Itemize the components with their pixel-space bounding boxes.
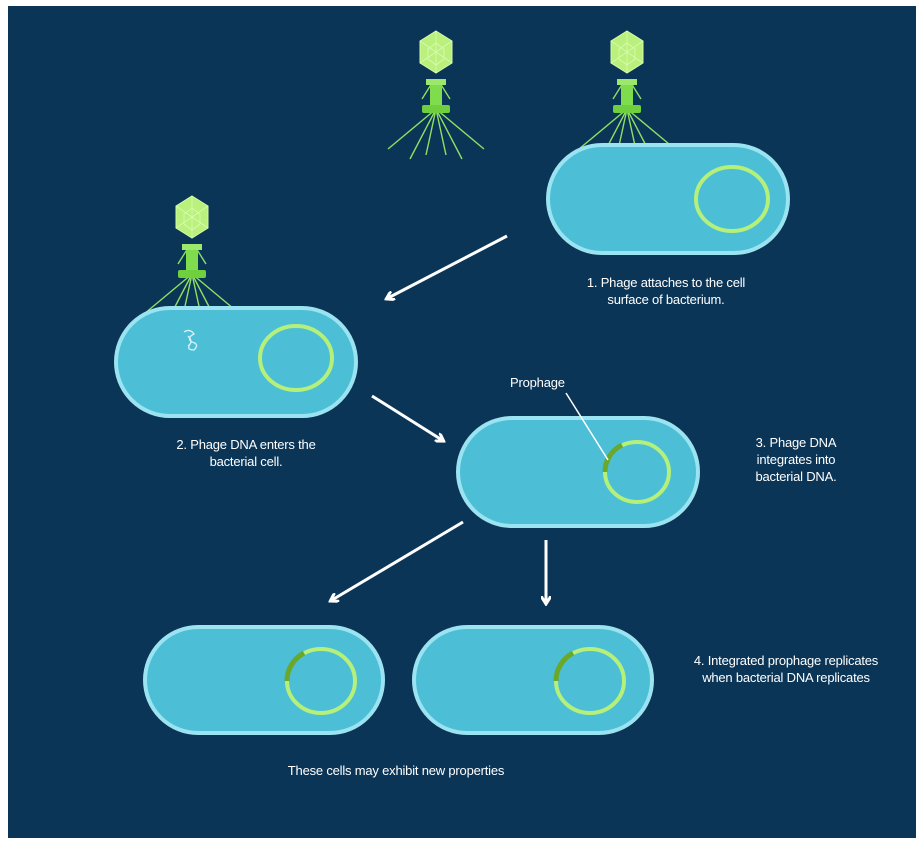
daughter-cell-1 bbox=[145, 627, 383, 733]
injecting-phage bbox=[144, 196, 240, 324]
bacterium-cell-3 bbox=[458, 418, 698, 526]
step1-label: 1. Phage attaches to the cell surface of… bbox=[566, 274, 766, 308]
footer-note: These cells may exhibit new properties bbox=[236, 762, 556, 779]
step4-label: 4. Integrated prophage replicates when b… bbox=[686, 652, 886, 686]
prophage-label: Prophage bbox=[510, 374, 600, 391]
attached-phage bbox=[579, 31, 675, 159]
arrow-step3-to-cell4a bbox=[332, 522, 463, 600]
step3-label: 3. Phage DNA integrates into bacterial D… bbox=[736, 434, 856, 485]
free-phage bbox=[388, 31, 484, 159]
daughter-cell-2 bbox=[414, 627, 652, 733]
bacterium-cell-1 bbox=[548, 145, 788, 253]
arrow-step2-to-step3 bbox=[372, 396, 442, 440]
step2-label: 2. Phage DNA enters the bacterial cell. bbox=[156, 436, 336, 470]
bacterium-cell-2 bbox=[116, 308, 356, 416]
arrow-step1-to-step2 bbox=[388, 236, 507, 298]
